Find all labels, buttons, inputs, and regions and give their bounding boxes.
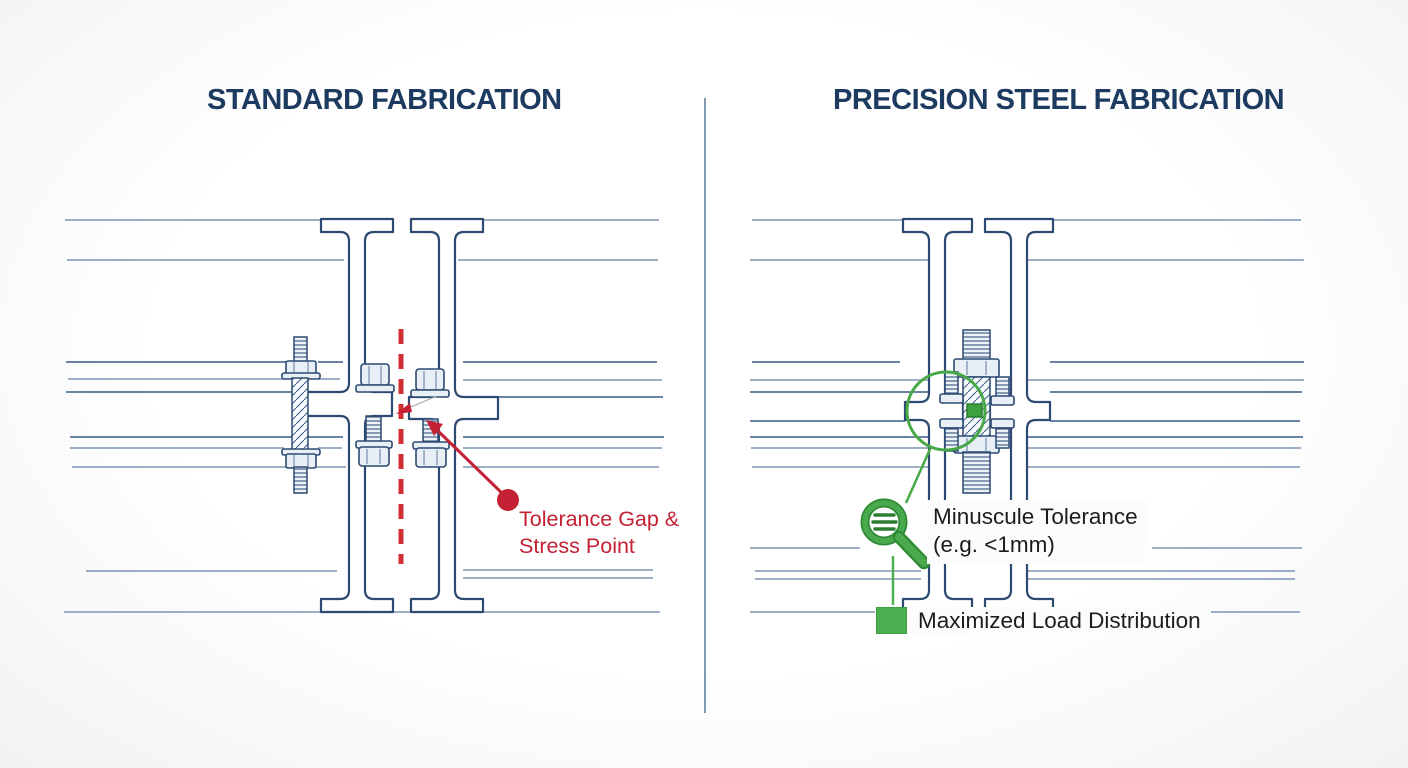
minuscule-tolerance-callout-line2: (e.g. <1mm) (933, 532, 1055, 557)
tolerance-gap-callout-line1: Tolerance Gap & (519, 507, 680, 531)
gap-arrowhead (396, 403, 412, 414)
top-bolt-left (355, 363, 395, 393)
tolerance-gap-callout: Tolerance Gap & Stress Point (519, 506, 679, 560)
minuscule-tolerance-callout: Minuscule Tolerance (e.g. <1mm) (927, 500, 1146, 564)
precision-ibeam-diagram (860, 217, 1055, 614)
legend-swatch (876, 607, 907, 634)
load-distribution-legend: Maximized Load Distribution (876, 607, 1211, 634)
legend-label: Maximized Load Distribution (918, 607, 1201, 633)
bottom-bolt-left (355, 415, 393, 467)
gap-leader-line (405, 395, 438, 410)
tolerance-gap-callout-line2: Stress Point (519, 534, 635, 558)
precision-bolt-right (990, 376, 1015, 449)
stress-point-dot (497, 489, 519, 511)
standard-beam-lines (64, 219, 664, 613)
stress-point-arrow (435, 428, 508, 499)
top-bolt-right (410, 368, 450, 398)
standard-right-column (407, 217, 500, 614)
magnifier-connector-line (904, 446, 933, 504)
precision-bolt-left (939, 371, 964, 452)
standard-ibeam-diagram (281, 217, 519, 614)
stress-point-arrowhead (426, 420, 443, 436)
panel-divider (704, 98, 706, 713)
standard-fabrication-title: STANDARD FABRICATION (207, 84, 562, 116)
magnifier-icon (860, 498, 931, 570)
precision-fabrication-title: PRECISION STEEL FABRICATION (833, 84, 1285, 116)
tolerance-gap-square (966, 403, 983, 418)
minuscule-tolerance-callout-line1: Minuscule Tolerance (933, 504, 1138, 529)
tolerance-highlight-circle (905, 370, 987, 452)
threaded-rod-assembly (281, 336, 321, 494)
